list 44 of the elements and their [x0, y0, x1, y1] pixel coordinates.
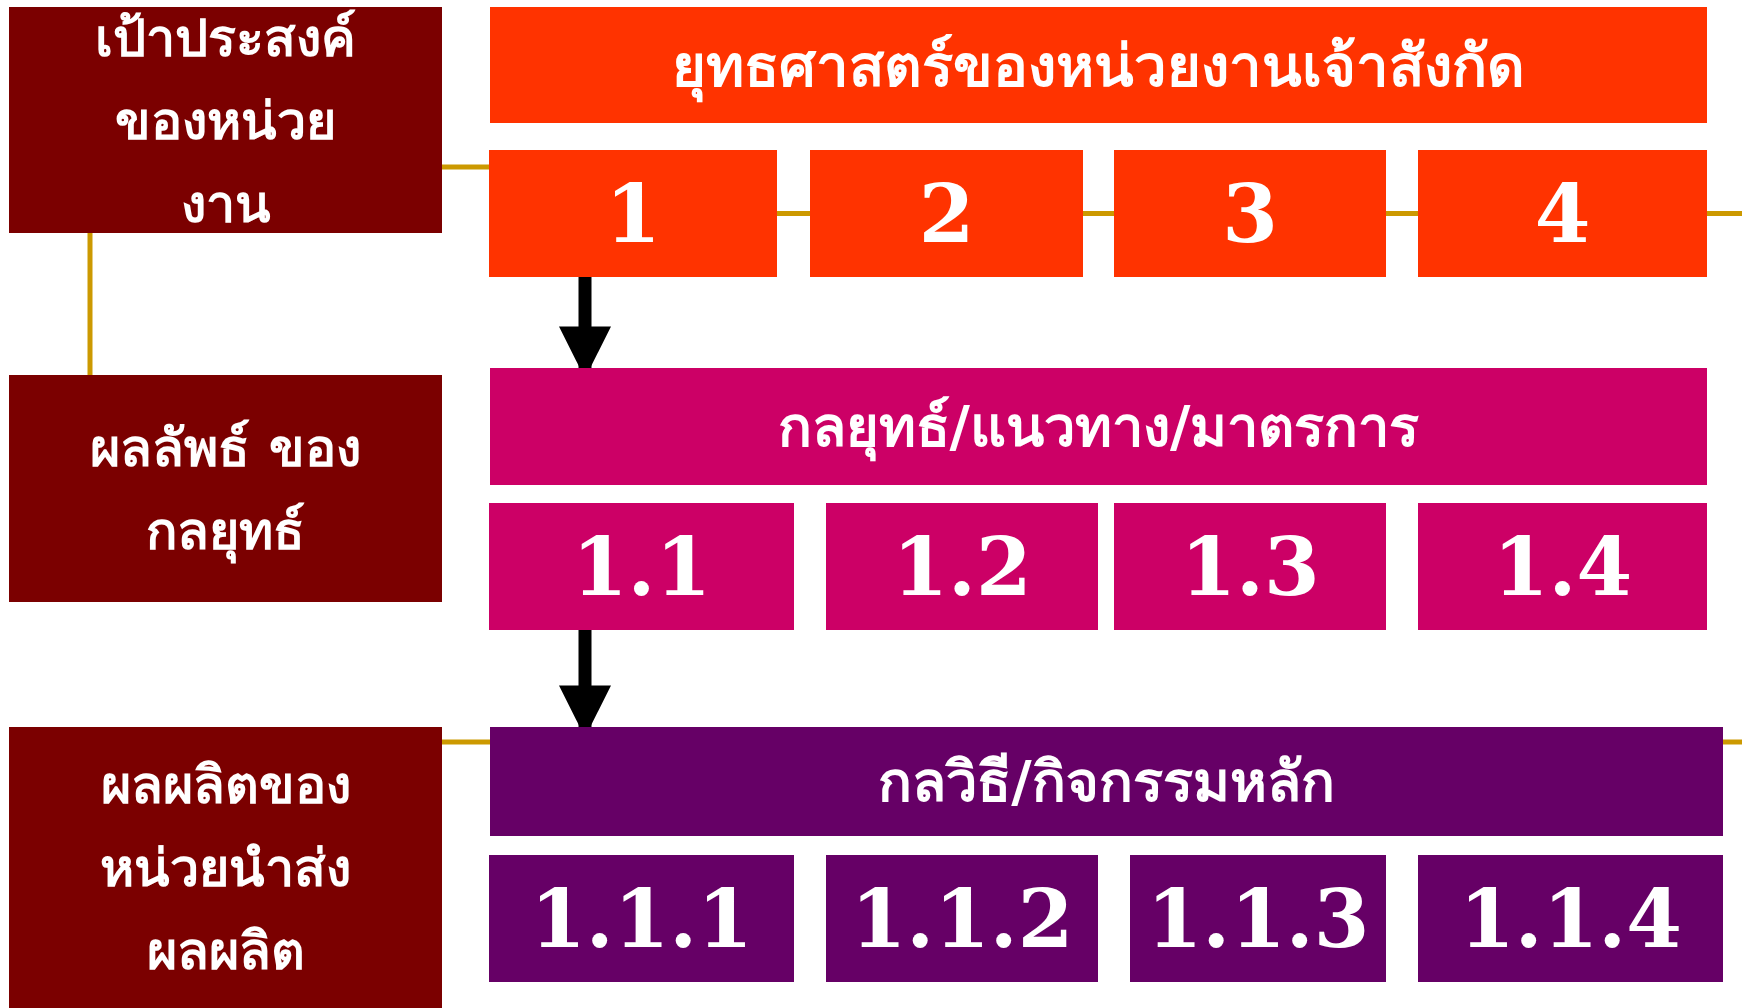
box-label: เป้าประสงค์ ของหน่วยงาน: [94, 5, 357, 236]
number-box: [1418, 855, 1723, 982]
number-label: 1: [604, 166, 662, 261]
number-label: 4: [1533, 166, 1592, 261]
box-label: ผลลัพธ์ ของกลยุทธ์: [9, 405, 442, 572]
number-label: 2: [917, 166, 976, 261]
header-box: [490, 727, 1723, 836]
number-label: 1.1.2: [849, 871, 1075, 966]
box-label: ยุทธศาสตร์ของหน่วยงานเจ้าสังกัด: [672, 18, 1525, 112]
output-box: [9, 727, 442, 1008]
connector-line: [1723, 739, 1742, 745]
number-box: [1418, 503, 1707, 630]
number-label: 1.1.4: [1458, 871, 1683, 966]
number-box: [1114, 150, 1386, 277]
box-label: กลยุทธ์/แนวทาง/มาตรการ: [777, 382, 1420, 471]
number-label: 1.4: [1491, 519, 1634, 614]
number-label: 1.3: [1179, 519, 1321, 614]
connector-line: [777, 211, 810, 216]
number-label: 1.1.3: [1145, 871, 1371, 966]
box-label: กลวิธี/กิจกรรมหลัก: [878, 747, 1335, 816]
number-box: [826, 855, 1098, 982]
connector-line: [1083, 211, 1114, 216]
connector-line: [442, 739, 490, 745]
number-label: 1.2: [891, 519, 1033, 614]
goal-box: [9, 7, 442, 233]
header-box: [490, 7, 1707, 123]
number-box: [1130, 855, 1386, 982]
number-box: [489, 855, 794, 982]
number-label: 3: [1221, 166, 1279, 261]
number-box: [1418, 150, 1707, 277]
connector-line: [1386, 211, 1418, 216]
number-box: [1114, 503, 1386, 630]
box-label: ผลผลิตของ หน่วยนำส่ง ผลผลิต: [99, 753, 352, 983]
connector-line: [1707, 211, 1742, 216]
number-label: 1.1: [570, 519, 713, 614]
connector-line: [442, 164, 489, 170]
number-label: 1.1.1: [529, 871, 754, 966]
outcome-box: [9, 375, 442, 602]
number-box: [489, 150, 777, 277]
connector-line: [87, 233, 93, 375]
number-box: [810, 150, 1083, 277]
number-box: [826, 503, 1098, 630]
number-box: [489, 503, 794, 630]
header-box: [490, 368, 1707, 485]
